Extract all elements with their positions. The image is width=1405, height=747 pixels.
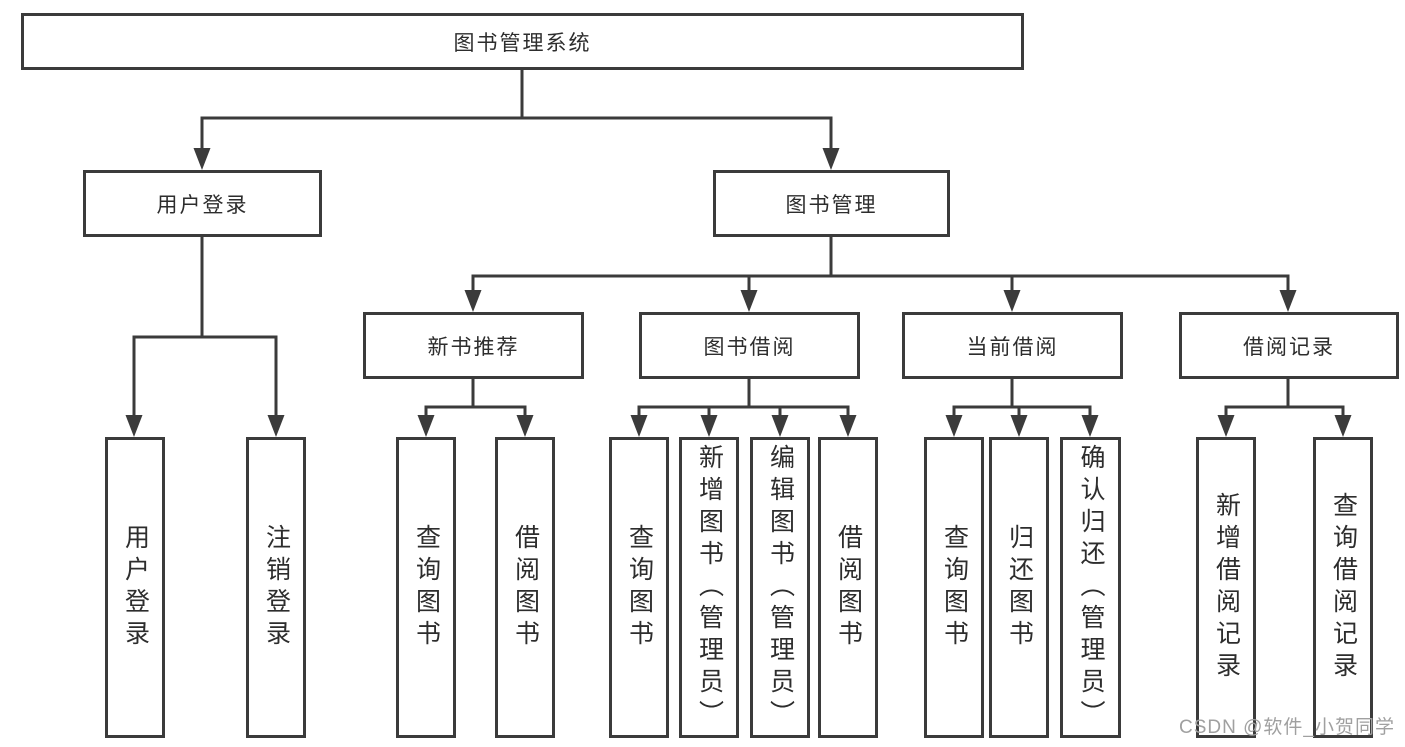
leaf-borrow-edit-book-admin: 编辑图书（管理员） xyxy=(750,437,810,738)
node-library-system-label: 图书管理系统 xyxy=(453,31,592,55)
node-current-borrow: 当前借阅 xyxy=(902,312,1123,379)
node-user-login: 用户登录 xyxy=(83,170,322,237)
node-borrow-records-label: 借阅记录 xyxy=(1243,335,1335,359)
node-book-management-label: 图书管理 xyxy=(785,193,878,217)
leaf-borrow-edit-book-admin-label: 编辑图书（管理员） xyxy=(766,443,795,732)
leaf-add-borrow-record-label: 新增借阅记录 xyxy=(1212,491,1241,684)
leaf-add-borrow-record: 新增借阅记录 xyxy=(1196,437,1256,738)
leaf-current-query-book-label: 查询图书 xyxy=(940,523,969,652)
leaf-logout: 注销登录 xyxy=(246,437,306,738)
node-book-management: 图书管理 xyxy=(713,170,950,237)
leaf-current-confirm-return-admin: 确认归还（管理员） xyxy=(1060,437,1121,738)
leaf-borrow-query-book-label: 查询图书 xyxy=(625,523,654,652)
leaf-recommend-query-book-label: 查询图书 xyxy=(412,523,441,652)
leaf-user-login-label: 用户登录 xyxy=(121,523,150,652)
node-new-book-recommend: 新书推荐 xyxy=(363,312,584,379)
leaf-query-borrow-record-label: 查询借阅记录 xyxy=(1329,491,1358,684)
leaf-current-return-book: 归还图书 xyxy=(989,437,1049,738)
leaf-user-login: 用户登录 xyxy=(105,437,165,738)
leaf-recommend-query-book: 查询图书 xyxy=(396,437,456,738)
node-book-borrow: 图书借阅 xyxy=(639,312,860,379)
node-borrow-records: 借阅记录 xyxy=(1179,312,1399,379)
node-book-borrow-label: 图书借阅 xyxy=(703,335,796,359)
node-current-borrow-label: 当前借阅 xyxy=(966,335,1059,359)
leaf-current-query-book: 查询图书 xyxy=(924,437,984,738)
leaf-borrow-add-book-admin: 新增图书（管理员） xyxy=(679,437,739,738)
leaf-current-confirm-return-admin-label: 确认归还（管理员） xyxy=(1077,443,1105,732)
leaf-recommend-borrow-book: 借阅图书 xyxy=(495,437,555,738)
leaf-borrow-query-book: 查询图书 xyxy=(609,437,669,738)
node-library-system: 图书管理系统 xyxy=(21,13,1024,70)
leaf-query-borrow-record: 查询借阅记录 xyxy=(1313,437,1373,738)
leaf-logout-label: 注销登录 xyxy=(262,523,291,652)
leaf-borrow-borrow-book: 借阅图书 xyxy=(818,437,878,738)
node-user-login-label: 用户登录 xyxy=(156,193,249,217)
node-new-book-recommend-label: 新书推荐 xyxy=(427,335,520,359)
leaf-borrow-borrow-book-label: 借阅图书 xyxy=(834,523,863,652)
leaf-borrow-add-book-admin-label: 新增图书（管理员） xyxy=(695,443,724,732)
csdn-watermark: CSDN @软件_小贺同学 xyxy=(1179,717,1395,738)
leaf-recommend-borrow-book-label: 借阅图书 xyxy=(511,523,540,652)
leaf-current-return-book-label: 归还图书 xyxy=(1005,523,1034,652)
